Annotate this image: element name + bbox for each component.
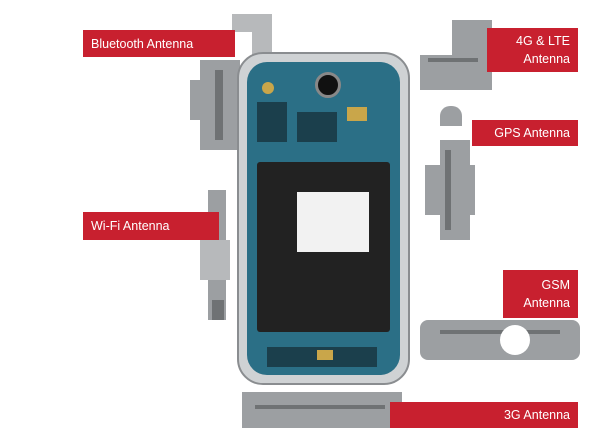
bluetooth-label-text: Bluetooth Antenna	[91, 36, 194, 51]
bluetooth-antenna-label: Bluetooth Antenna	[83, 30, 235, 57]
battery-sticker	[297, 192, 369, 252]
phone-internals	[237, 52, 410, 385]
3g-antenna-label: 3G Antenna	[390, 402, 578, 428]
lte-antenna-label: 4G & LTE Antenna	[487, 28, 578, 72]
wifi-antenna-label: Wi-Fi Antenna	[83, 212, 219, 240]
wifi-label-text: Wi-Fi Antenna	[91, 219, 170, 233]
gsm-label-line1: GSM	[541, 278, 570, 292]
lte-label-line2: Antenna	[523, 52, 570, 66]
logic-board	[247, 62, 400, 375]
3g-label-text: 3G Antenna	[503, 408, 570, 422]
camera-icon	[315, 72, 341, 98]
gsm-label-line2: Antenna	[523, 296, 570, 310]
gps-label-text: GPS Antenna	[494, 126, 570, 140]
lte-label-line1: 4G & LTE	[516, 34, 570, 48]
gps-antenna-label: GPS Antenna	[472, 120, 578, 146]
gsm-antenna-label: GSM Antenna	[503, 270, 578, 318]
battery	[257, 162, 390, 332]
